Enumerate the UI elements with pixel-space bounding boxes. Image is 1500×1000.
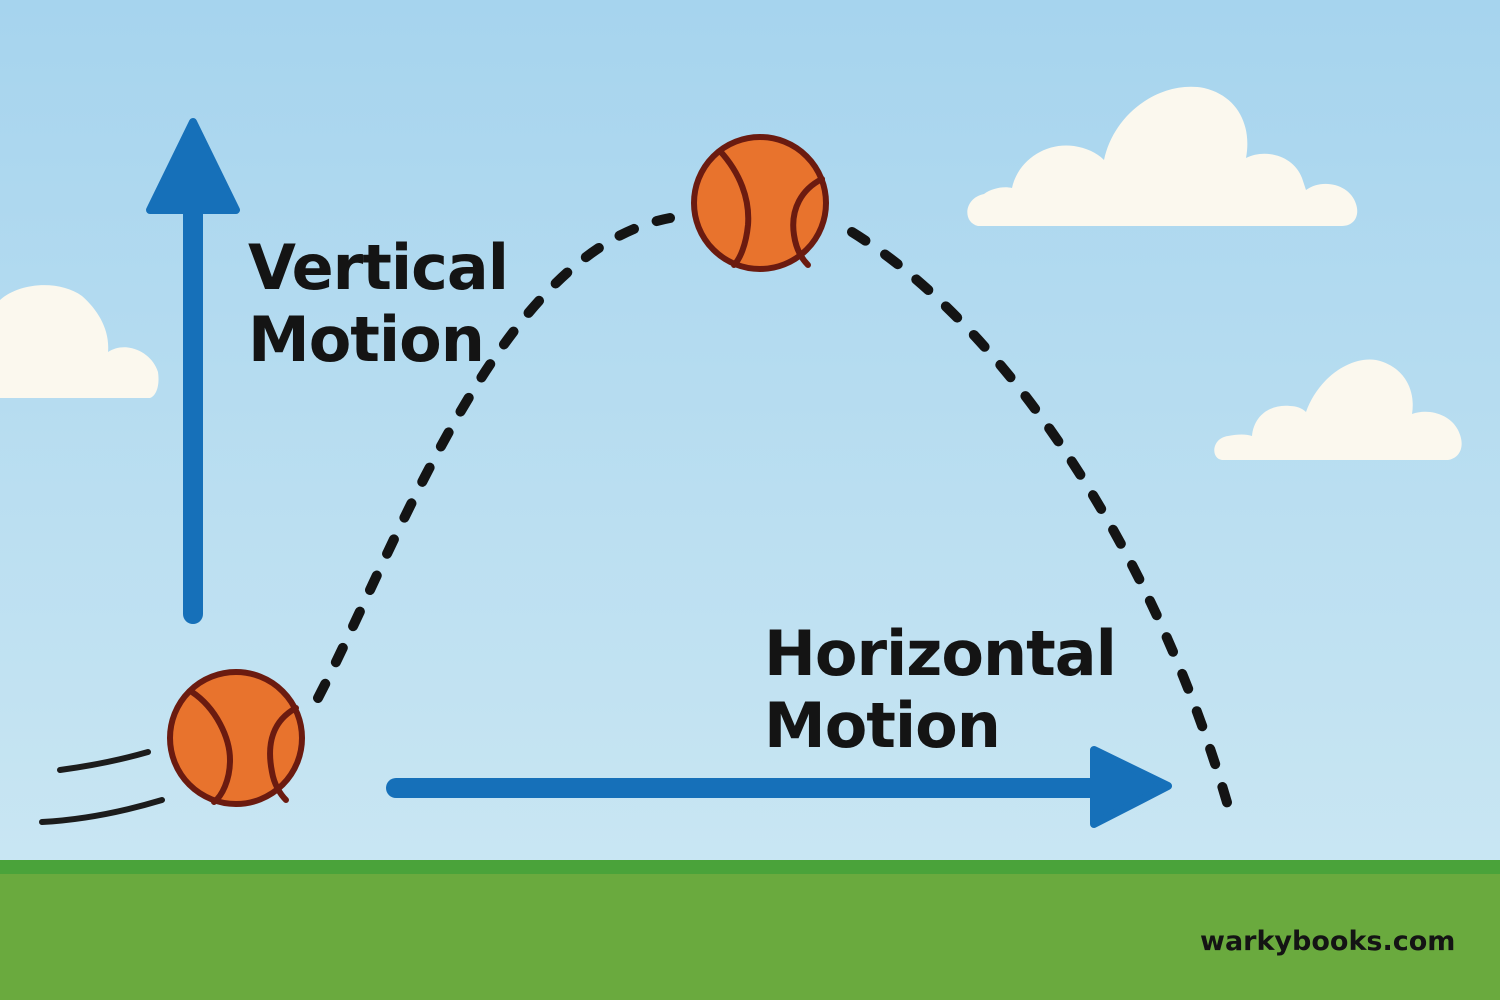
arrow-right-icon — [386, 746, 1172, 828]
vertical-motion-label: Vertical Motion — [248, 231, 509, 376]
trajectory-dashed-path — [313, 213, 675, 703]
ball-icon — [691, 134, 829, 272]
ball-icon — [167, 669, 305, 807]
cloud-icon — [0, 285, 159, 398]
cloud-icon — [1214, 359, 1462, 460]
grass-edge — [0, 860, 1500, 876]
trajectory-dashed-path — [847, 227, 1237, 825]
cloud-icon — [967, 86, 1358, 227]
vertical-label-line-1: Vertical — [248, 231, 509, 304]
vertical-label-line-2: Motion — [248, 303, 485, 376]
grass-ground — [0, 874, 1500, 1000]
horizontal-label-line-2: Motion — [764, 689, 1001, 762]
motion-lines-icon — [39, 749, 165, 825]
horizontal-label-line-1: Horizontal — [764, 617, 1117, 690]
arrow-up-icon — [146, 118, 240, 624]
brand-watermark: warkybooks.com — [1200, 926, 1456, 957]
horizontal-motion-label: Horizontal Motion — [764, 617, 1117, 762]
